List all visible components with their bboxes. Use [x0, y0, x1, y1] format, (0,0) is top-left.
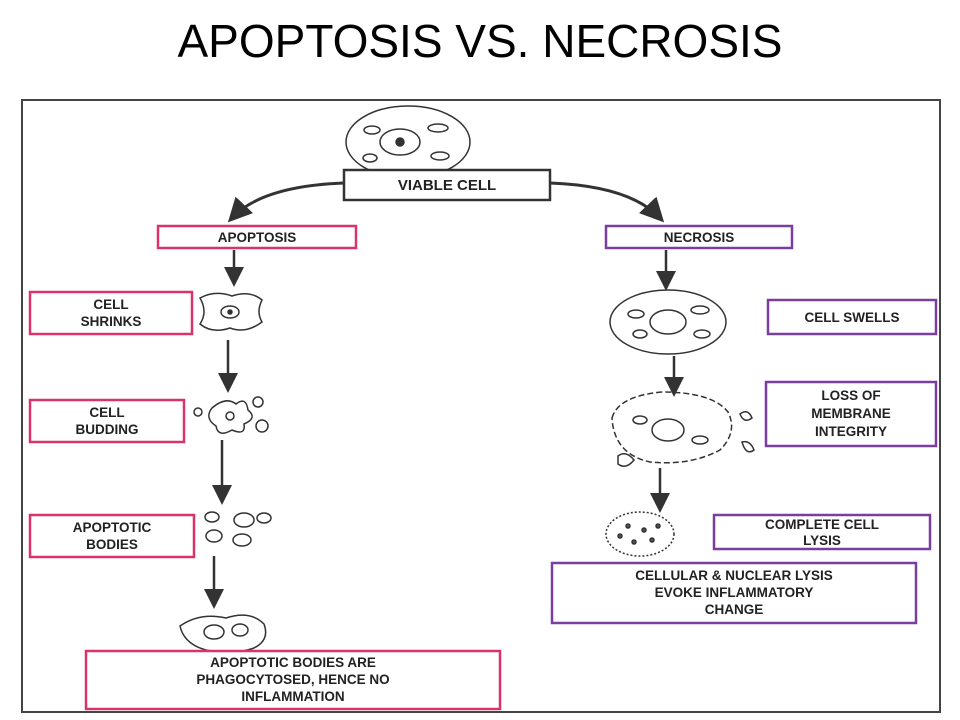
- complete-lysis-label-line-2: LYSIS: [803, 533, 841, 548]
- cell-shrinks-label-line-2: SHRINKS: [81, 314, 142, 329]
- budding-cell-icon: [193, 396, 269, 434]
- inflammatory-change-box: [550, 561, 918, 625]
- apoptotic-bodies-box: [28, 513, 196, 559]
- arrow-to-necrosis: [549, 181, 665, 223]
- membrane-integrity-box: [764, 380, 938, 448]
- apoptotic-bodies-label-line-1: APOPTOTIC: [73, 520, 152, 535]
- necrosis-header-label: NECROSIS: [664, 230, 735, 245]
- lysed-cell-icon: [605, 511, 675, 557]
- membrane-integrity-label-line-1: LOSS OF: [821, 388, 880, 403]
- apoptotic-bodies-icon: [204, 511, 272, 547]
- cell-budding-label-line-2: BUDDING: [76, 422, 139, 437]
- phagocytosis-icon: [179, 614, 267, 654]
- phagocytosed-label-line-2: PHAGOCYTOSED, HENCE NO: [196, 672, 389, 687]
- complete-lysis-label-line-1: COMPLETE CELL: [765, 517, 879, 532]
- membrane-integrity-label-line-2: MEMBRANE: [811, 406, 891, 421]
- cell-budding-box: [28, 398, 186, 444]
- phagocytosed-box: [84, 649, 502, 711]
- phagocytosed-label-line-3: INFLAMMATION: [241, 689, 344, 704]
- cell-swells-label: CELL SWELLS: [804, 310, 899, 325]
- inflammatory-change-label-line-1: CELLULAR & NUCLEAR LYSIS: [635, 568, 833, 583]
- viable-cell-label: VIABLE CELL: [398, 177, 496, 194]
- necrosis-header-box: [604, 224, 794, 250]
- inflammatory-change-label-line-3: CHANGE: [705, 602, 764, 617]
- phagocytosed-label-line-1: APOPTOTIC BODIES ARE: [210, 655, 376, 670]
- arrow-to-apoptosis: [227, 181, 345, 223]
- apoptotic-bodies-label-line-2: BODIES: [86, 537, 138, 552]
- apoptosis-header-box: [156, 224, 358, 250]
- inflammatory-change-label-line-2: EVOKE INFLAMMATORY: [655, 585, 814, 600]
- shrunken-cell-icon: [198, 292, 263, 331]
- membrane-integrity-label-line-3: INTEGRITY: [815, 424, 887, 439]
- viable-cell-box: [342, 168, 552, 202]
- ruptured-cell-icon: [611, 391, 755, 467]
- complete-lysis-box: [712, 513, 932, 551]
- apoptosis-header-label: APOPTOSIS: [218, 230, 297, 245]
- cell-shrinks-label-line-1: CELL: [93, 297, 128, 312]
- slide-title: APOPTOSIS VS. NECROSIS: [177, 15, 783, 67]
- cell-shrinks-box: [28, 290, 194, 336]
- swollen-cell-icon: [609, 289, 727, 355]
- cell-budding-label-line-1: CELL: [89, 405, 124, 420]
- cell-swells-box: [766, 298, 938, 336]
